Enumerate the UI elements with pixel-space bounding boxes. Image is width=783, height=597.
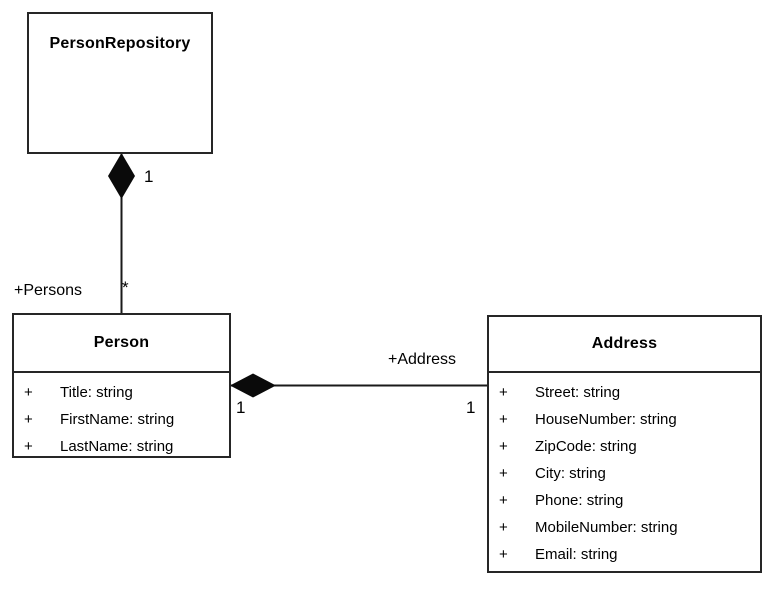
class-box-address: Address + Street: string + HouseNumber: … (487, 315, 762, 573)
attribute-text: Email: string (535, 546, 618, 563)
attribute-text: Title: string (60, 384, 133, 401)
composition-diamond-person-icon (230, 373, 276, 398)
attribute-row: + ZipCode: string (489, 433, 760, 460)
attribute-row: + Street: string (489, 379, 760, 406)
visibility-symbol: + (24, 384, 33, 401)
visibility-symbol: + (499, 492, 508, 509)
attribute-text: MobileNumber: string (535, 519, 678, 536)
class-attributes-address: + Street: string + HouseNumber: string +… (489, 373, 760, 568)
attribute-text: FirstName: string (60, 411, 175, 428)
class-header-person: Person (14, 315, 229, 373)
attribute-text: Phone: string (535, 492, 624, 509)
class-header-address: Address (489, 317, 760, 373)
visibility-symbol: + (499, 411, 508, 428)
visibility-symbol: + (499, 438, 508, 455)
multiplicity-repository-one: 1 (144, 167, 154, 186)
attribute-row: + HouseNumber: string (489, 406, 760, 433)
role-label-address: +Address (388, 351, 457, 368)
attribute-row: + Title: string (14, 379, 229, 406)
class-name-person-repository: PersonRepository (49, 35, 191, 52)
attribute-text: Street: string (535, 384, 621, 401)
class-name-person: Person (93, 334, 150, 351)
multiplicity-persons-many: * (122, 278, 129, 297)
multiplicity-address-one: 1 (466, 398, 476, 417)
visibility-symbol: + (24, 411, 33, 428)
attribute-text: ZipCode: string (535, 438, 637, 455)
attribute-text: City: string (535, 465, 606, 482)
visibility-symbol: + (499, 465, 508, 482)
class-box-person: Person + Title: string + FirstName: stri… (12, 313, 231, 458)
class-name-address: Address (591, 335, 658, 352)
class-attributes-person: + Title: string + FirstName: string + La… (14, 373, 229, 460)
attribute-row: + FirstName: string (14, 406, 229, 433)
class-header-person-repository: PersonRepository (29, 14, 211, 74)
attribute-text: LastName: string (60, 438, 174, 455)
attribute-row: + Email: string (489, 541, 760, 568)
visibility-symbol: + (499, 384, 508, 401)
attribute-row: + LastName: string (14, 433, 229, 460)
visibility-symbol: + (24, 438, 33, 455)
class-box-person-repository: PersonRepository (27, 12, 213, 154)
visibility-symbol: + (499, 546, 508, 563)
visibility-symbol: + (499, 519, 508, 536)
composition-diamond-repository-icon (108, 153, 135, 199)
attribute-text: HouseNumber: string (535, 411, 677, 428)
role-label-persons: +Persons (14, 282, 83, 299)
attribute-row: + MobileNumber: string (489, 514, 760, 541)
attribute-row: + Phone: string (489, 487, 760, 514)
multiplicity-person-one: 1 (236, 398, 246, 417)
attribute-row: + City: string (489, 460, 760, 487)
